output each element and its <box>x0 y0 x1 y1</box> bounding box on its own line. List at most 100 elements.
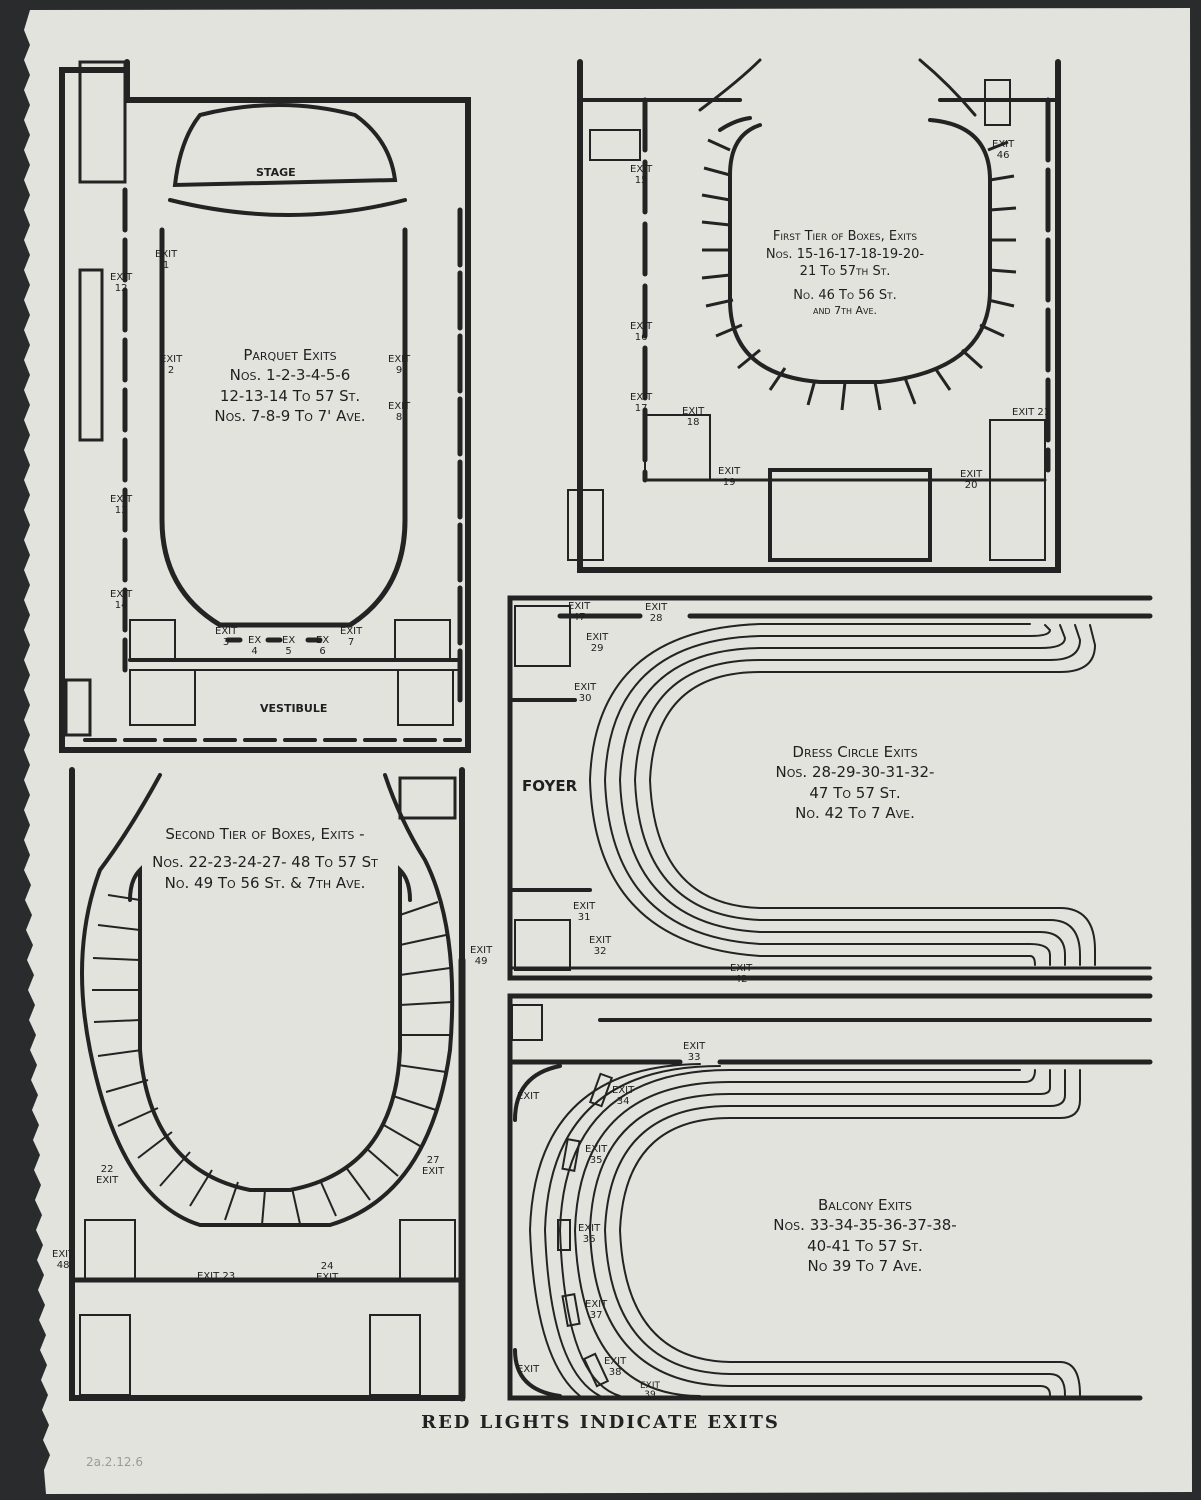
parquet-left-stair <box>78 60 127 184</box>
dress-circle-tier-4 <box>588 623 1036 966</box>
exit-marker: Exit19 <box>718 466 741 488</box>
exit-marker: Exit1 <box>155 249 178 271</box>
exit-marker: Exit37 <box>585 1299 608 1321</box>
parquet-plan <box>59 59 471 753</box>
balcony-line-3: 40-41 To 57 St. <box>807 1236 923 1255</box>
parquet-vestibule-stair-left <box>129 669 196 726</box>
balcony-boxes <box>557 1072 614 1388</box>
exit-marker: Exit2 <box>160 354 183 376</box>
box-tick <box>189 1169 213 1207</box>
box-tick <box>92 957 141 961</box>
dress-circle-line-4: No. 42 To 7 Ave. <box>795 803 915 822</box>
parquet-left-box <box>78 268 104 442</box>
box-tick <box>903 377 917 405</box>
dress-circle-tier-1 <box>633 624 1082 966</box>
box-tick <box>737 348 761 370</box>
second-tier-box-ticks <box>92 894 453 1226</box>
dress-circle-tier-3 <box>603 624 1052 966</box>
second-tier-plan <box>69 767 466 1402</box>
first-tier-outer-wall <box>577 59 1061 573</box>
exit-marker: Exit13 <box>110 494 133 516</box>
second-tier-stair-bottom-left <box>79 1314 131 1396</box>
second-tier-horseshoe-inner <box>128 865 412 1192</box>
exit-marker: Exit7 <box>340 626 363 648</box>
exit-marker: 24Exit <box>316 1261 339 1283</box>
parquet-stage-arch <box>168 198 407 217</box>
box-tick <box>715 323 743 338</box>
box-tick <box>397 1064 447 1073</box>
dress-circle-tier-5 <box>648 624 1097 966</box>
balcony-plan <box>507 993 1153 1401</box>
balcony-corner-curve-bottom <box>513 1348 562 1398</box>
balcony-stair-top <box>511 1004 543 1041</box>
exit-marker: Exit12 <box>110 272 133 294</box>
exit-marker: Exit14 <box>110 589 133 611</box>
exit-marker: Exit33 <box>683 1041 706 1063</box>
dress-circle-tier-2 <box>618 624 1067 966</box>
first-tier-line-4: No. 46 To 56 St. <box>793 287 897 303</box>
stage-label: STAGE <box>256 166 296 179</box>
balcony-tier-inner <box>528 1063 701 1397</box>
balcony-tier-6 <box>543 1065 721 1397</box>
dress-circle-line-1: Dress Circle Exits <box>792 743 918 761</box>
box-tick <box>399 1001 453 1006</box>
exit-marker: Exit46 <box>992 139 1015 161</box>
first-tier-stage-curve-left <box>698 58 762 112</box>
exit-marker: Exit18 <box>682 406 705 428</box>
box-tick <box>399 967 451 976</box>
box-tick <box>137 1131 173 1159</box>
dress-circle-outer-wall <box>507 595 1153 981</box>
box-tick <box>701 273 731 280</box>
exit-marker: Exit49 <box>470 945 493 967</box>
box-tick <box>989 206 1017 212</box>
second-tier-horseshoe-outer <box>80 773 455 1227</box>
second-tier-line-1: Second Tier of Boxes, Exits - <box>165 825 365 843</box>
first-tier-stair-bottom-left <box>567 489 604 561</box>
box-tick <box>365 1147 399 1177</box>
box-tick <box>979 323 1005 338</box>
second-tier-line-3: No. 49 To 56 St. & 7th Ave. <box>164 873 366 892</box>
box-tick <box>392 1095 437 1111</box>
balcony-box <box>588 1072 614 1108</box>
balcony-box <box>561 1293 581 1327</box>
second-tier-stair-left <box>84 1219 136 1281</box>
exit-marker: Exit3 <box>215 626 238 648</box>
box-tick <box>806 379 817 406</box>
first-tier-exits-text: First Tier of Boxes, Exits Nos. 15-16-17… <box>745 228 945 319</box>
balcony-exits-text: Balcony Exits Nos. 33-34-35-36-37-38- 40… <box>755 1195 975 1276</box>
first-tier-stair-left <box>644 414 711 481</box>
exit-marker: 27Exit <box>422 1155 445 1177</box>
exit-marker: Exit8 <box>388 401 411 423</box>
balcony-line-1: Balcony Exits <box>818 1196 912 1214</box>
balcony-box <box>582 1352 610 1388</box>
box-tick <box>960 348 984 370</box>
second-tier-stair-bottom-right <box>369 1314 421 1396</box>
parquet-line-1: Parquet Exits <box>243 346 337 364</box>
second-tier-stair-right <box>399 1219 456 1281</box>
exit-marker: Exit30 <box>574 682 597 704</box>
parquet-right-stair-bottom <box>394 619 451 661</box>
exit-marker: 22Exit <box>96 1164 119 1186</box>
exit-marker: Exit36 <box>578 1223 601 1245</box>
box-tick <box>987 298 1015 308</box>
second-tier-exits-text: Second Tier of Boxes, Exits - Nos. 22-23… <box>140 824 390 893</box>
exit-marker: Exit35 <box>585 1144 608 1166</box>
dress-circle-exits-text: Dress Circle Exits Nos. 28-29-30-31-32- … <box>755 742 955 823</box>
balcony-tier-2 <box>603 1069 1066 1396</box>
exit-marker: Exit15 <box>630 164 653 186</box>
box-tick <box>840 381 847 411</box>
parquet-exits-text: Parquet Exits Nos. 1-2-3-4-5-6 12-13-14 … <box>190 345 390 426</box>
parquet-line-2: Nos. 1-2-3-4-5-6 <box>229 366 351 385</box>
box-tick <box>117 1107 159 1127</box>
exit-marker: Exit 23 <box>197 1271 236 1282</box>
first-tier-lobby-box <box>768 468 932 562</box>
box-tick <box>399 901 439 916</box>
dress-circle-stair-bottom <box>514 919 571 971</box>
exit-marker: Exit 21 <box>1012 407 1051 418</box>
first-tier-stage-curve-right <box>918 58 977 117</box>
exit-marker: Ex6 <box>316 635 330 657</box>
second-tier-line-2: Nos. 22-23-24-27- 48 To 57 St <box>152 853 378 872</box>
box-tick <box>701 220 731 227</box>
balcony-outer-wall <box>507 993 1153 1401</box>
